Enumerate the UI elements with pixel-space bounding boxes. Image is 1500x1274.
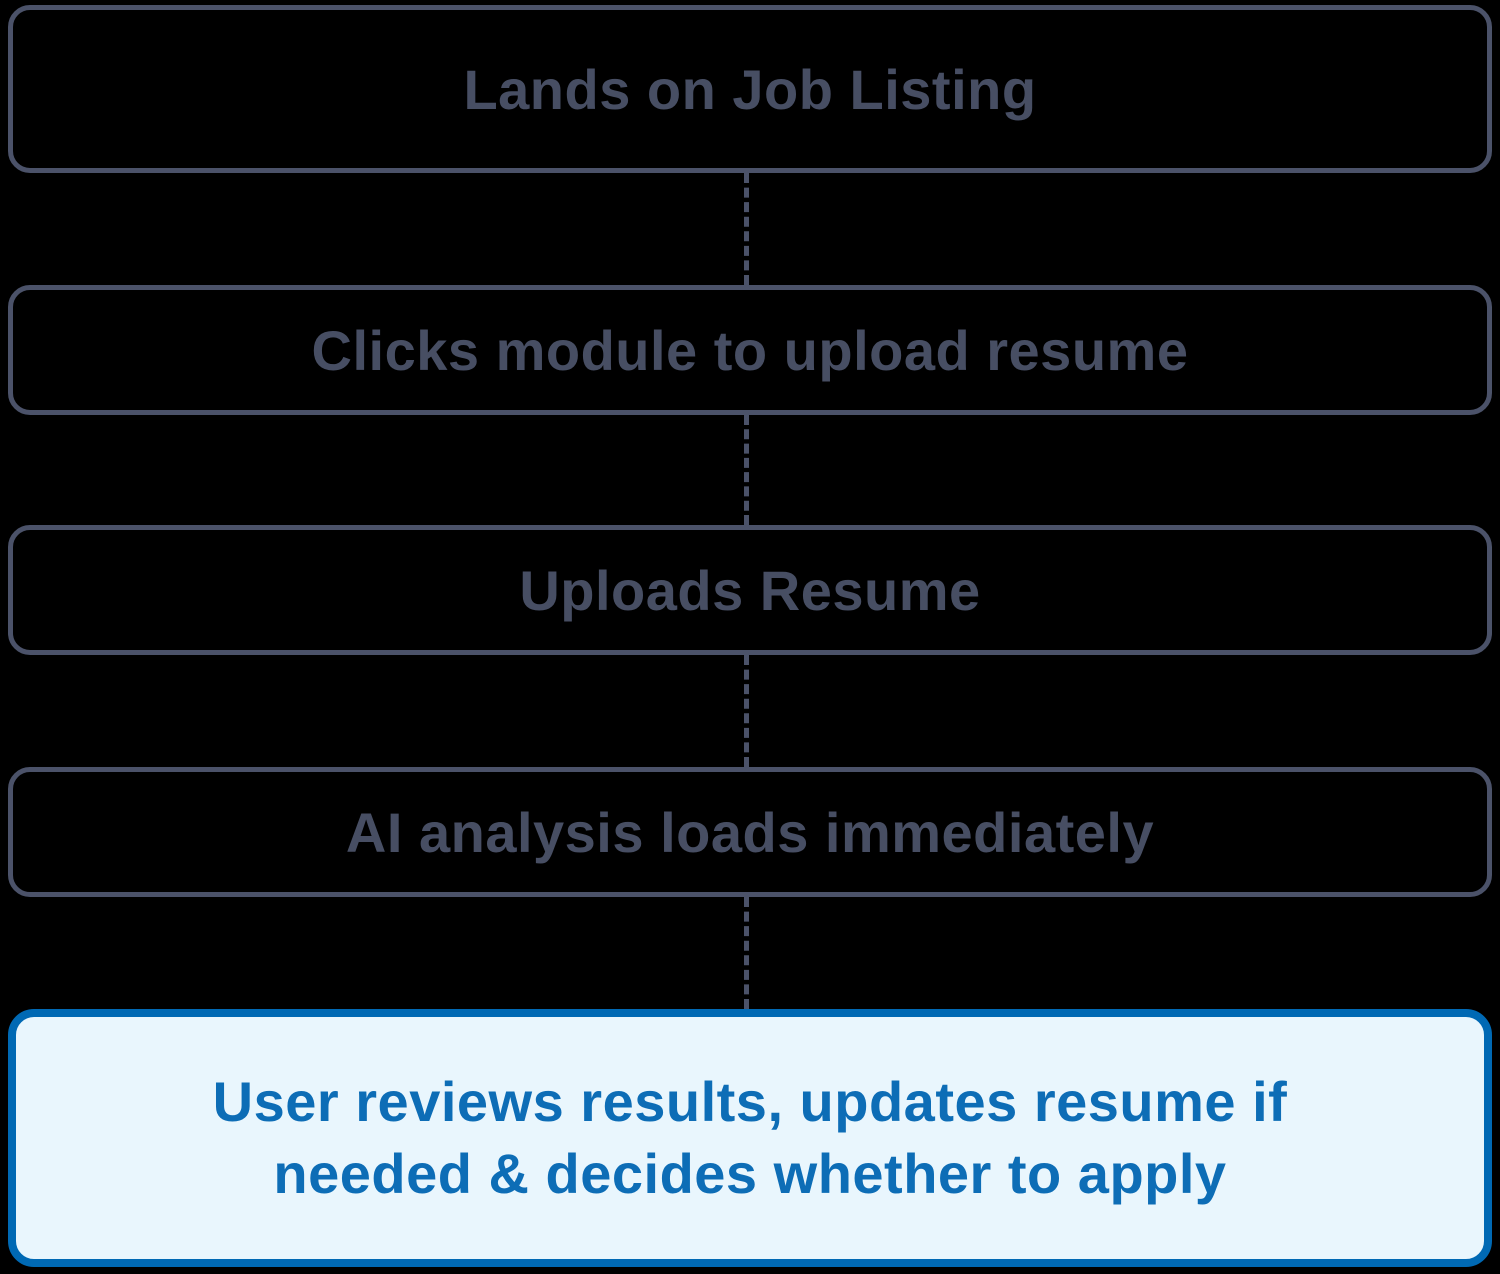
- dashed-connector: [744, 415, 749, 525]
- flow-step-clicks-upload-module: Clicks module to upload resume: [8, 285, 1492, 415]
- step-label: User reviews results, updates resume if …: [212, 1070, 1288, 1205]
- flow-step-lands-on-job-listing: Lands on Job Listing: [8, 5, 1492, 173]
- flow-step-user-reviews-results-highlighted: User reviews results, updates resume if …: [8, 1009, 1492, 1267]
- step-label: AI analysis loads immediately: [345, 800, 1155, 864]
- dashed-connector: [744, 655, 749, 767]
- dashed-connector: [744, 173, 749, 285]
- step-label: Clicks module to upload resume: [311, 318, 1189, 382]
- flow-step-uploads-resume: Uploads Resume: [8, 525, 1492, 655]
- step-label: Lands on Job Listing: [463, 57, 1037, 121]
- flow-step-ai-analysis: AI analysis loads immediately: [8, 767, 1492, 897]
- dashed-connector: [744, 897, 749, 1009]
- step-label: Uploads Resume: [519, 558, 981, 622]
